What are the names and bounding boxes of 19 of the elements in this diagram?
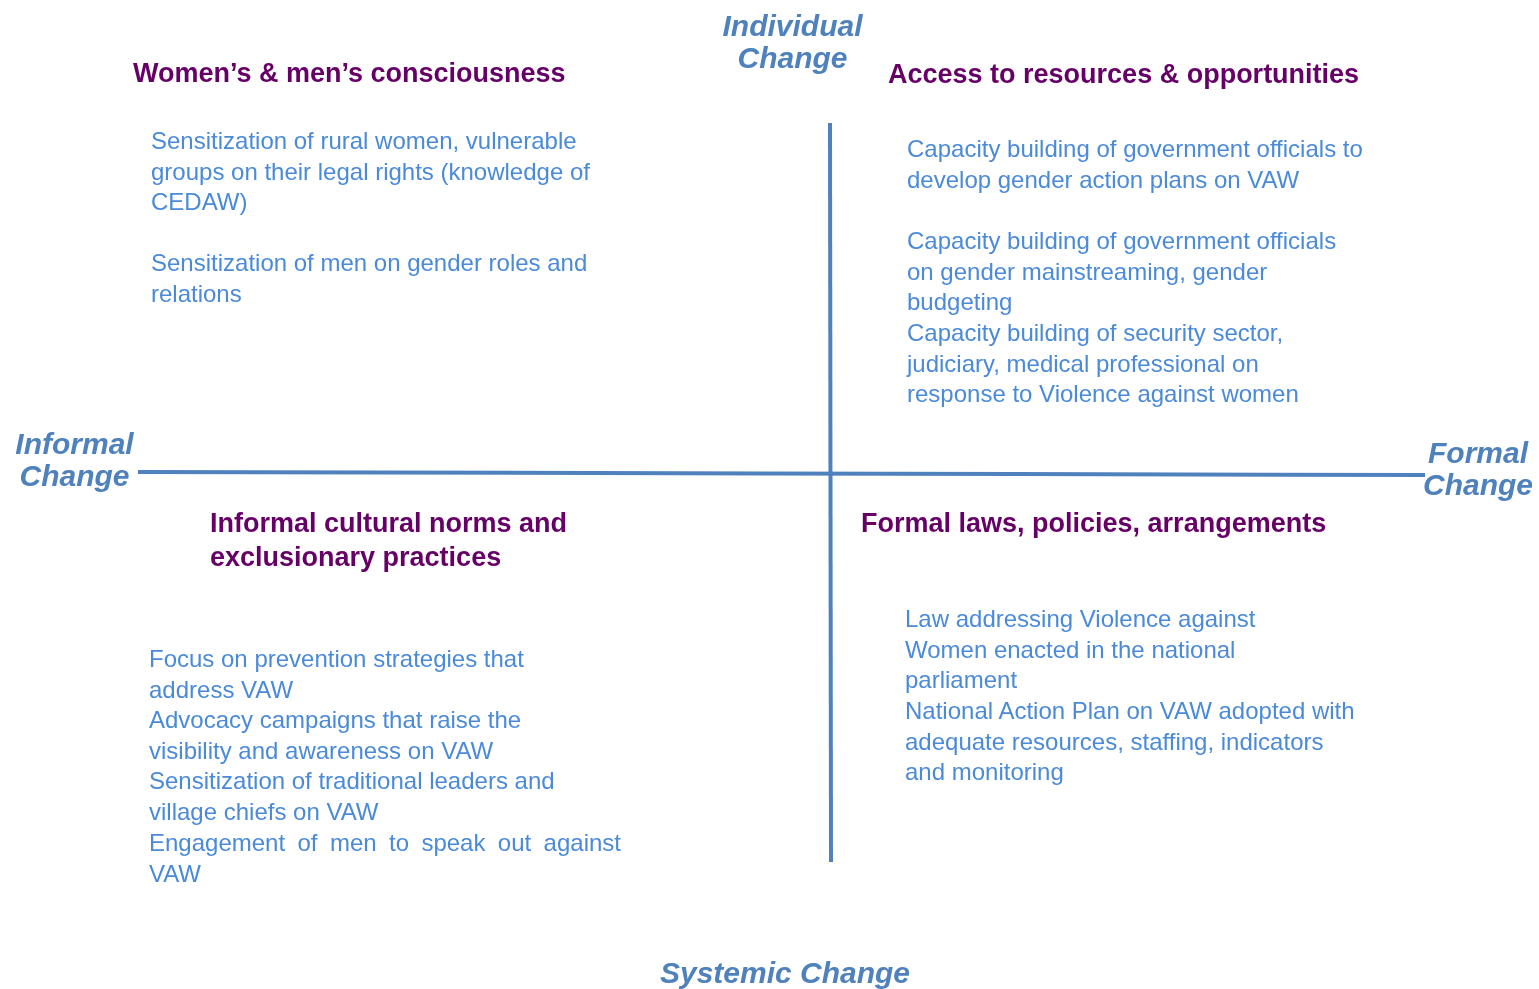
axis-label: Formal Change — [1422, 437, 1534, 501]
bullet-text: National Action Plan on VAW adopted with adequate resources, staffing, indicators and monitoring — [905, 696, 1356, 787]
bullet-text: Sensitization of men on gender roles and relations — [151, 248, 589, 309]
bullet-text: Capacity building of government officials to develop gender action plans on VAW — [907, 134, 1364, 195]
quadrant-heading: Women’s & men’s consciousness — [133, 57, 567, 90]
axis-label: Informal Change — [14, 428, 135, 492]
axis-label: Individual Change — [721, 10, 864, 74]
axis-label: Systemic Change — [658, 957, 912, 989]
bullet-text: Sensitization of traditional leaders and village chiefs on VAW — [149, 766, 556, 827]
quadrant-heading: Access to resources & opportunities — [888, 58, 1361, 91]
bullet-text: Sensitization of rural women, vulnerable groups on their legal rights (knowledge of CEDAW) — [151, 126, 591, 217]
quadrant-heading: Informal cultural norms and exclusionary practices — [210, 507, 569, 574]
bullet-text: Capacity building of security sector, judiciary, medical professional on response to Violence against women — [907, 318, 1300, 409]
quadrant-heading: Formal laws, policies, arrangements — [861, 507, 1328, 540]
bullet-text: Advocacy campaigns that raise the visibility and awareness on VAW — [149, 705, 523, 766]
bullet-text: Law addressing Violence against Women enacted in the national parliament — [905, 604, 1257, 695]
bullet-text: Engagement of men to speak out against VAW — [149, 828, 621, 889]
bullet-text: Capacity building of government officials on gender mainstreaming, gender budgeting — [907, 226, 1337, 317]
bullet-text: Focus on prevention strategies that address VAW — [149, 644, 525, 705]
